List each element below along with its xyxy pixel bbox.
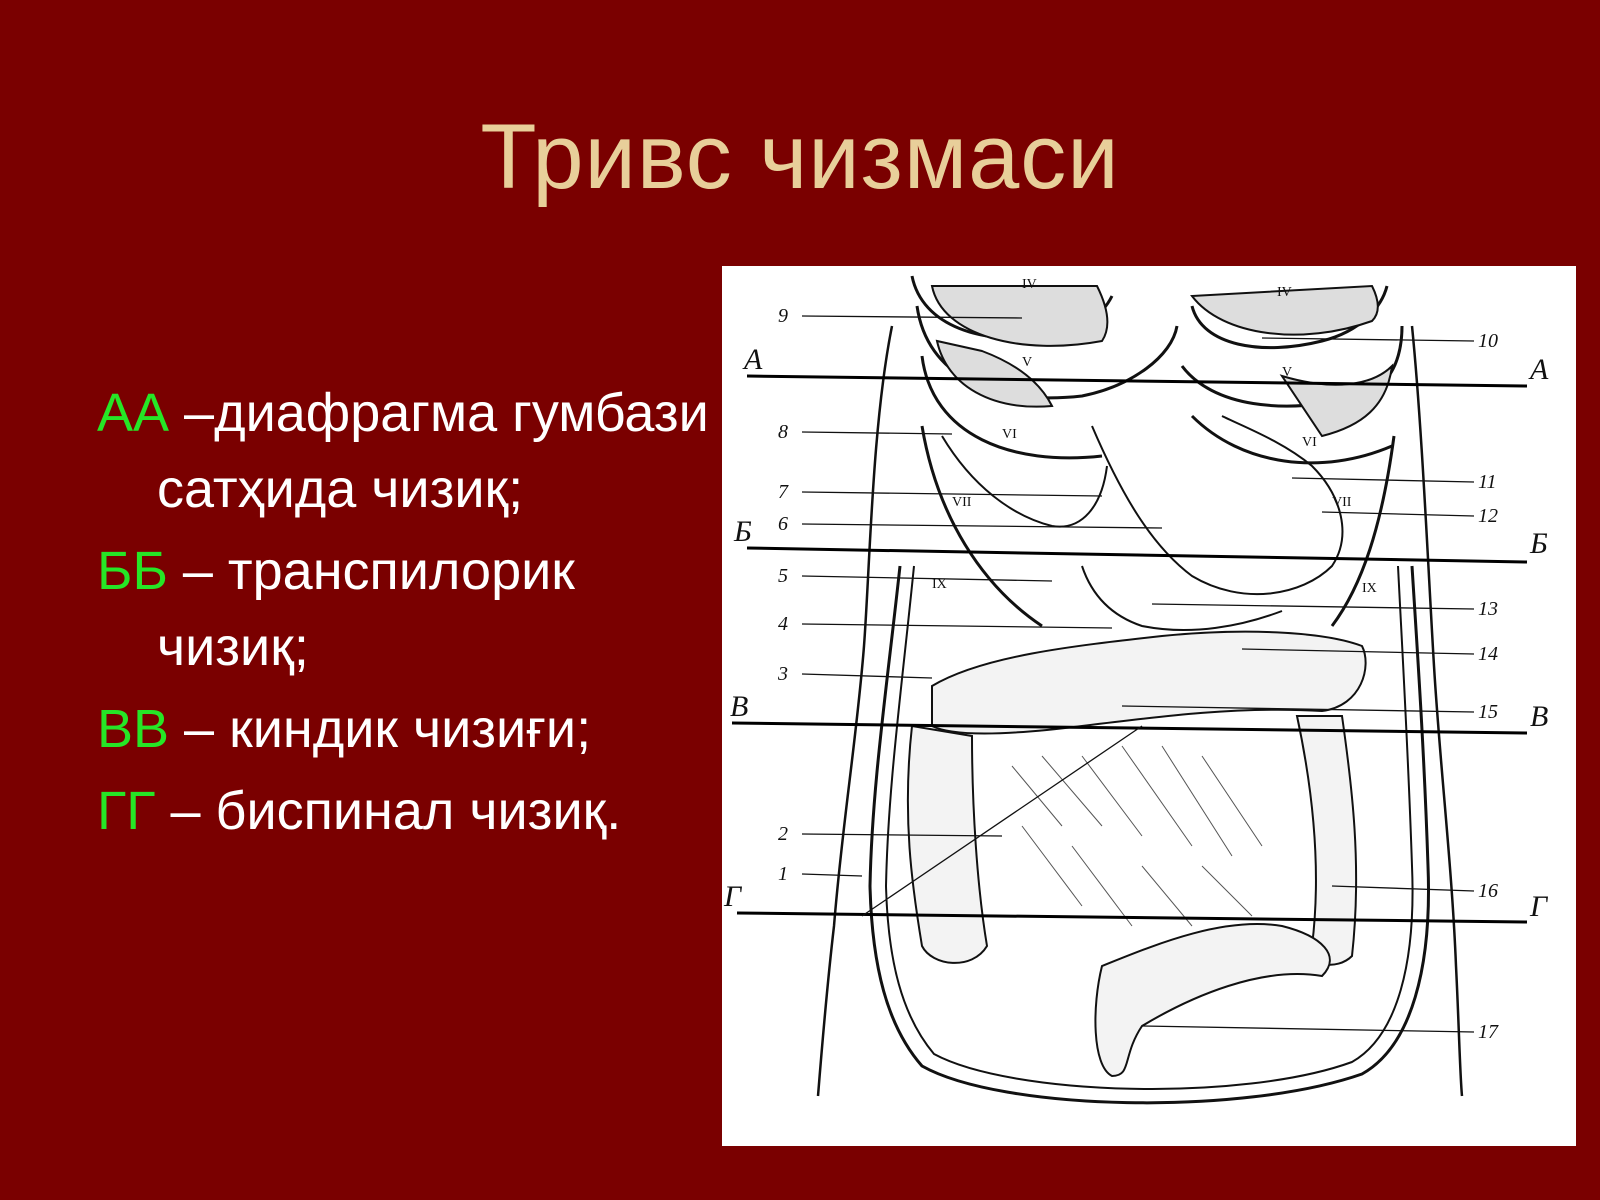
rib-label: IX [932, 577, 947, 592]
number-label-10: 10 [1478, 330, 1498, 352]
number-label-12: 12 [1478, 505, 1498, 527]
rib-label: VII [952, 495, 972, 510]
stomach [941, 415, 1344, 631]
level-label-a-left: А [742, 343, 763, 376]
anatomy-drawing: А А Б Б В В Г Г 9 [723, 275, 1549, 1105]
rib-label: IV [1022, 277, 1037, 292]
torso-outline [816, 325, 1464, 1105]
number-label-4: 4 [778, 613, 788, 635]
number-label-7: 7 [778, 481, 789, 503]
level-label-g-right: Г [1529, 890, 1549, 923]
level-label-b-left: Б [733, 515, 752, 548]
rib-label: VI [1002, 427, 1017, 442]
number-label-14: 14 [1478, 643, 1498, 665]
number-label-15: 15 [1478, 701, 1498, 723]
intestine-hatching [1011, 745, 1263, 927]
number-label-5: 5 [778, 565, 788, 587]
rib-label: IX [1362, 581, 1377, 596]
number-label-3: 3 [777, 663, 788, 685]
number-label-17: 17 [1478, 1021, 1499, 1043]
rib-label: V [1022, 355, 1032, 370]
bullet-aa: АА –диафрагма гумбази сатҳида чизиқ; [97, 375, 717, 527]
number-label-16: 16 [1478, 880, 1498, 902]
bullet-text: – транспилорик чизиқ; [157, 541, 575, 677]
bullet-code: ББ [97, 541, 168, 601]
number-label-13: 13 [1478, 598, 1498, 620]
rib-label: V [1282, 365, 1292, 380]
rib-label: VII [1332, 495, 1352, 510]
number-label-1: 1 [778, 863, 788, 885]
number-label-8: 8 [778, 421, 788, 443]
side-colons [906, 715, 1358, 1078]
lungs [930, 284, 1394, 438]
bullet-vv: ВВ – киндик чизиғи; [97, 691, 717, 767]
line-gg [736, 911, 1528, 924]
slide-title: Тривс чизмаси [480, 106, 1120, 208]
level-label-v-right: В [1530, 700, 1548, 733]
number-label-11: 11 [1478, 471, 1497, 493]
bullet-gg: ГГ – биспинал чизиқ. [97, 773, 717, 849]
bullet-code: ВВ [97, 699, 170, 759]
anatomy-figure: А А Б Б В В Г Г 9 [722, 266, 1576, 1146]
level-label-v-left: В [730, 690, 748, 723]
bullet-bb: ББ – транспилорик чизиқ; [97, 533, 717, 685]
number-label-9: 9 [778, 305, 788, 327]
rib-label: VI [1302, 435, 1317, 450]
level-lines [731, 374, 1528, 924]
bullet-text: – биспинал чизиқ. [155, 781, 622, 841]
level-label-a-right: А [1528, 353, 1549, 386]
line-vv [731, 721, 1528, 735]
bullet-text: – киндик чизиғи; [169, 699, 592, 759]
bullet-list: АА –диафрагма гумбази сатҳида чизиқ; ББ … [97, 375, 717, 855]
line-bb [746, 546, 1528, 564]
bullet-code: АА [97, 383, 170, 443]
leader-lines [801, 315, 1475, 1033]
rib-label: IV [1277, 285, 1292, 300]
level-label-b-right: Б [1529, 527, 1548, 560]
bullet-code: ГГ [97, 781, 156, 841]
line-aa [746, 374, 1528, 388]
level-label-g-left: Г [723, 880, 743, 913]
number-label-2: 2 [778, 823, 788, 845]
bullet-text: –диафрагма гумбази сатҳида чизиқ; [157, 383, 709, 519]
number-label-6: 6 [778, 513, 788, 535]
